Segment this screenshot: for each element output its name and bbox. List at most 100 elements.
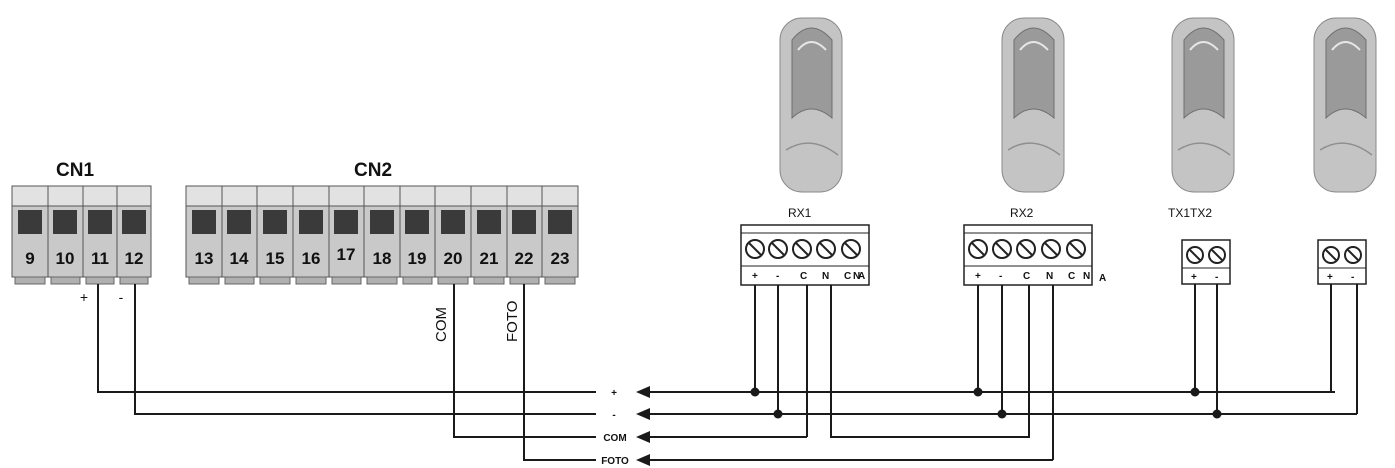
screw-icon: [816, 239, 836, 259]
cn1-plus-sign: +: [80, 289, 88, 305]
screw-icon: [1066, 239, 1086, 259]
rx1-n-to-rx2-c: [830, 285, 1030, 438]
tx2-terminal-block: + -: [1317, 239, 1367, 285]
cn2-terminal-19: 19: [399, 185, 436, 285]
cn2-terminal-17-label: 17: [337, 245, 356, 264]
junction-dots: [750, 387, 1222, 419]
bus-labels: + - COM FOTO: [601, 386, 650, 467]
cn1-terminal-10: 10: [47, 185, 84, 285]
photocell-rx2-body: [1001, 17, 1065, 193]
junction-dot: [750, 387, 760, 397]
cn1-minus-sign: -: [119, 289, 124, 305]
cn2-terminal-16: 16: [292, 185, 330, 285]
cn2-terminal-22-label: 22: [515, 249, 534, 268]
wire-plus-cn1: [97, 284, 596, 393]
tx1-terminal-label: -: [1215, 272, 1218, 283]
cn2-terminal-23: 23: [541, 185, 579, 285]
rx2-label: RX2: [1010, 206, 1034, 220]
screw-icon: [1016, 239, 1036, 259]
cn1-terminal-12: 12: [116, 185, 152, 285]
rx2-terminal-label: C: [1068, 271, 1075, 282]
arrow-left-icon: [636, 454, 650, 466]
screw-icon: [1322, 246, 1340, 264]
screw-icon: [1344, 246, 1362, 264]
cn1-terminal-9: 9: [11, 185, 49, 285]
rx2-terminal-block: + - C N C N: [963, 224, 1093, 286]
cn2-terminal-16-label: 16: [302, 249, 321, 268]
rx1-label: RX1: [788, 206, 812, 220]
rx1-terminal-label: -: [776, 271, 779, 282]
photocell-rx1-body: [779, 17, 843, 193]
cn2-terminal-19-label: 19: [408, 249, 427, 268]
screw-icon: [745, 239, 765, 259]
rx1-terminal-label: A: [858, 271, 865, 282]
cn1-title: CN1: [56, 160, 94, 181]
cn2-terminal-13: 13: [185, 185, 223, 285]
junction-dot: [1190, 387, 1200, 397]
cn2-terminal-14: 14: [221, 185, 258, 285]
screw-icon: [992, 239, 1012, 259]
arrow-left-icon: [636, 386, 650, 398]
screw-icon: [1186, 246, 1204, 264]
rx1-terminal-label: N: [853, 271, 860, 282]
cn2-title: CN2: [354, 160, 392, 181]
arrow-left-icon: [636, 408, 650, 420]
screw-icon: [768, 239, 788, 259]
com-wire-label: COM: [433, 307, 450, 342]
cn2-block: 13 14 15 16 17: [185, 185, 579, 285]
cn2-terminal-18-label: 18: [373, 249, 392, 268]
junction-dot: [773, 409, 783, 419]
cn2-terminal-20: 20: [434, 185, 472, 285]
screw-icon: [841, 239, 861, 259]
rx1-terminal-label: C: [844, 271, 851, 282]
rx1-terminal-block: + - C N C N A: [740, 224, 870, 286]
tx2-terminal-label: -: [1351, 272, 1354, 283]
cn2-terminal-20-label: 20: [444, 249, 463, 268]
cn2-terminal-22: 22: [506, 185, 543, 285]
bus-minus-label: -: [612, 410, 615, 421]
arrow-left-icon: [636, 431, 650, 443]
wire-com-cn2: [453, 284, 596, 438]
cn2-terminal-13-label: 13: [195, 249, 214, 268]
rx1-terminal-label: N: [822, 271, 829, 282]
cn1-terminal-12-label: 12: [125, 249, 144, 268]
cn1-terminal-9-label: 9: [25, 249, 34, 268]
foto-wire-label: FOTO: [504, 301, 521, 342]
rx1-terminal-label: +: [752, 271, 758, 282]
screw-icon: [1041, 239, 1061, 259]
cn1-terminal-11-label: 11: [91, 249, 109, 268]
cn2-terminal-17: 17: [328, 185, 365, 285]
rx2-terminal-label: N: [1083, 271, 1090, 282]
screw-icon: [792, 239, 812, 259]
screw-icon: [1208, 246, 1226, 264]
tx1-terminal-block: + -: [1181, 239, 1231, 285]
photocell-tx1-body: [1171, 17, 1235, 193]
tx1-terminal-label: +: [1191, 272, 1197, 283]
cn1-terminal-10-label: 10: [56, 249, 75, 268]
cn2-terminal-15-label: 15: [266, 249, 285, 268]
bus-com-label: COM: [603, 433, 626, 444]
bus-plus-label: +: [611, 388, 617, 399]
junction-dot: [1212, 409, 1222, 419]
junction-dot: [973, 387, 983, 397]
screw-icon: [968, 239, 988, 259]
cn2-terminal-23-label: 23: [551, 249, 570, 268]
cn1-block: 9 10 11 12: [11, 185, 152, 285]
cn2-terminal-21: 21: [470, 185, 508, 285]
wiring: [97, 284, 1358, 461]
cn2-terminal-15: 15: [256, 185, 294, 285]
photocell-tx2-body: [1313, 17, 1377, 193]
wire-foto-cn2: [523, 284, 596, 461]
cn1-terminal-11: 11: [82, 185, 118, 285]
cn2-terminal-14-label: 14: [230, 249, 249, 268]
tx2-terminal-label: +: [1327, 272, 1333, 283]
rx2-terminal-label: A: [1099, 273, 1106, 284]
rx2-terminal-label: -: [999, 271, 1002, 282]
rx1-terminal-label: C: [800, 271, 807, 282]
rx2-terminal-label: +: [975, 271, 981, 282]
cn2-terminal-21-label: 21: [480, 249, 499, 268]
bus-foto-label: FOTO: [601, 456, 629, 467]
rx2-terminal-label: N: [1046, 271, 1053, 282]
tx1-tx2-label: TX1TX2: [1168, 206, 1212, 220]
